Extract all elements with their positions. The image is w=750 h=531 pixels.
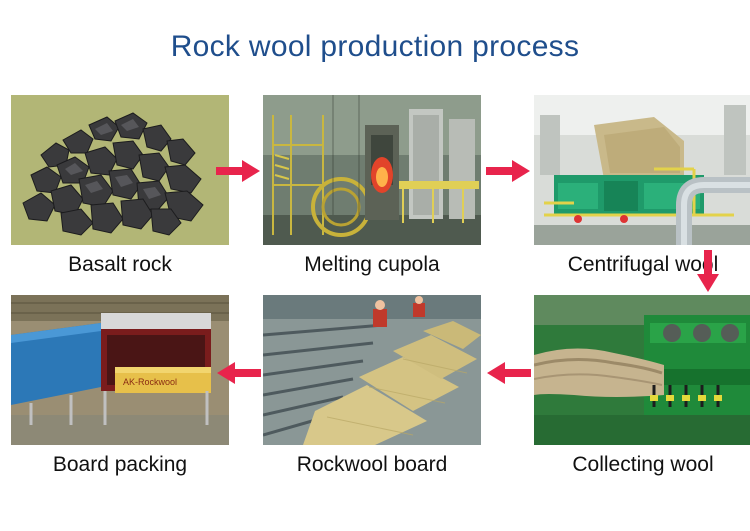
step-label: Melting cupola <box>263 253 481 277</box>
rockwool-board-photo <box>263 295 481 445</box>
centrifugal-wool-photo <box>534 95 750 245</box>
packing-brand-text: AK-Rockwool <box>123 377 177 387</box>
step-label: Basalt rock <box>11 253 229 277</box>
collecting-wool-photo <box>534 295 750 445</box>
basalt-rock-photo <box>11 95 229 245</box>
arrow-right-icon <box>216 160 260 182</box>
arrow-right-icon <box>486 160 530 182</box>
board-packing-photo: AK-Rockwool <box>11 295 229 445</box>
melting-cupola-photo <box>263 95 481 245</box>
step-label: Collecting wool <box>534 453 750 477</box>
step-label: Board packing <box>11 453 229 477</box>
arrow-left-icon <box>217 362 261 384</box>
step-label: Rockwool board <box>263 453 481 477</box>
arrow-down-icon <box>697 250 719 292</box>
arrow-left-icon <box>487 362 531 384</box>
diagram-title: Rock wool production process <box>0 30 750 64</box>
